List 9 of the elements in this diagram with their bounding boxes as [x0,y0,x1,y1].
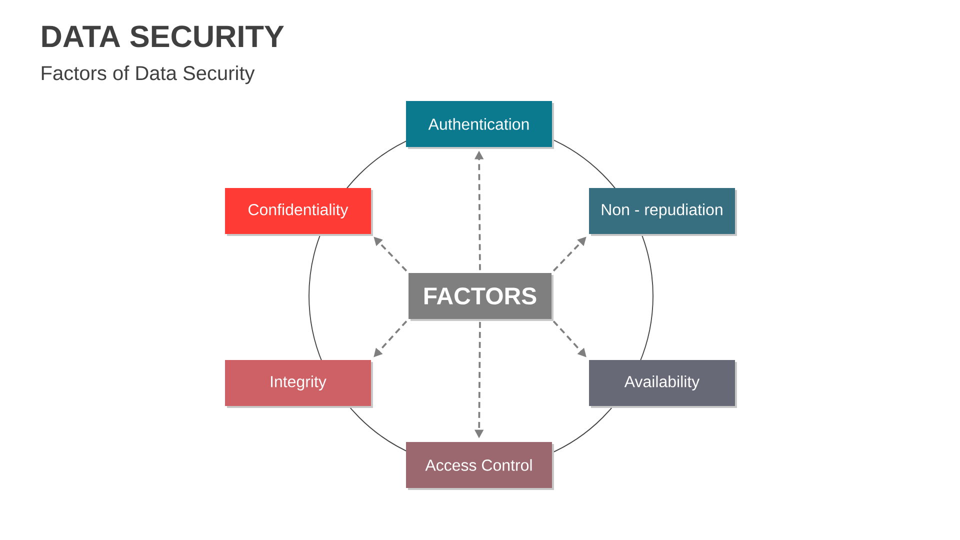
factor-box: Authentication [406,101,554,149]
title: DATA SECURITY [42,26,284,48]
factor-box: Access Control [406,442,554,490]
factor-box: Integrity [225,360,373,408]
center-box: FACTORS [408,273,554,321]
factor-box: Availability [589,360,737,408]
factor-box: Non - repudiation [589,188,737,236]
subtitle: Factors of Data Security [42,66,255,84]
factor-box: Confidentiality [225,188,373,236]
